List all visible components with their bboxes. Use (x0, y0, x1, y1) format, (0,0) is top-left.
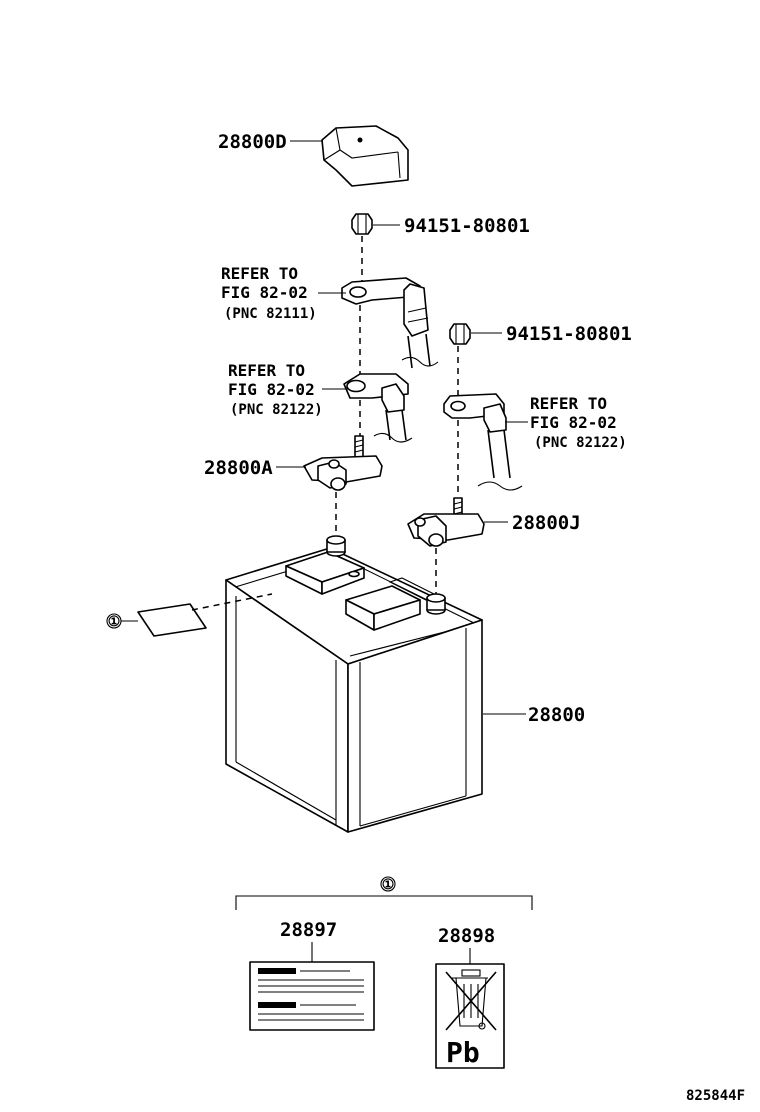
refer-3-line1: REFER TO (530, 394, 607, 413)
caution-label-28897[interactable] (249, 961, 375, 1031)
refer-3-line3: (PNC 82122) (534, 435, 627, 451)
callout-28800[interactable]: 28800 (528, 704, 585, 726)
callout-28897[interactable]: 28897 (280, 919, 337, 941)
clamp-positive[interactable] (303, 435, 383, 491)
refer-1-line2: FIG 82-02 (221, 283, 308, 302)
label-axis-line (191, 593, 273, 611)
refer-3-line2: FIG 82-02 (530, 413, 617, 432)
callout-28800A[interactable]: 28800A (204, 457, 273, 479)
callout-nut-right[interactable]: 94151-80801 (506, 323, 632, 345)
refer-2-line3: (PNC 82122) (230, 402, 323, 418)
cable-terminal-82122-right[interactable] (443, 393, 523, 491)
crossed-bin-icon (445, 969, 497, 1031)
callout-28800D[interactable]: 28800D (218, 131, 287, 153)
callout-28800J[interactable]: 28800J (512, 512, 581, 534)
group-marker-circle (380, 876, 396, 892)
callout-nut-upper[interactable]: 94151-80801 (404, 215, 530, 237)
group-bracket (235, 895, 533, 910)
refer-2-line1: REFER TO (228, 361, 305, 380)
refer-1-line1: REFER TO (221, 264, 298, 283)
refer-1-line3: (PNC 82111) (224, 306, 317, 322)
marker-1: ① (108, 614, 121, 630)
pb-mark: Pb (446, 1036, 480, 1069)
battery[interactable] (225, 535, 483, 833)
callout-28898[interactable]: 28898 (438, 925, 495, 947)
cable-terminal-82122-left[interactable] (343, 373, 413, 443)
terminal-cover[interactable] (321, 125, 409, 187)
recycle-label-28898[interactable]: Pb (435, 963, 505, 1069)
battery-label-sheet[interactable] (137, 603, 207, 637)
clamp-negative[interactable] (407, 497, 485, 547)
group-marker: ① (382, 877, 395, 893)
refer-2-line2: FIG 82-02 (228, 380, 315, 399)
diagram-id: 825844F (686, 1088, 745, 1104)
nut-upper[interactable] (351, 213, 373, 235)
nut-right[interactable] (449, 323, 471, 345)
cable-terminal-82111[interactable] (341, 277, 439, 369)
